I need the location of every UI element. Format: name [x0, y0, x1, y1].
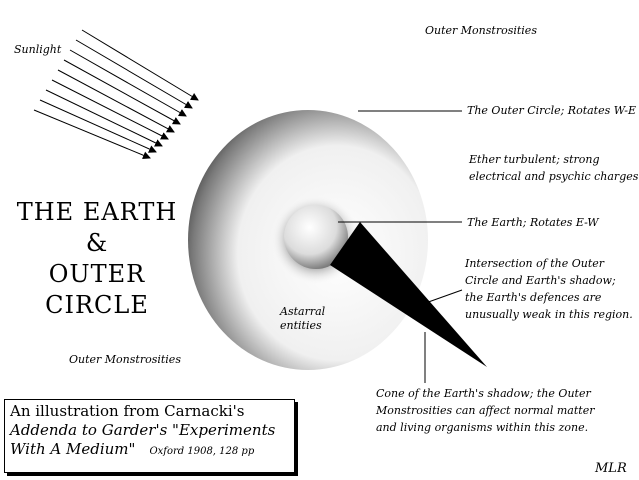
cone-label-line-3: and living organisms within this zone. — [376, 421, 589, 434]
astarral-label-line-2: entities — [280, 319, 322, 332]
title-line-2: & — [85, 229, 109, 257]
caption-box: An illustration from Carnacki's Addenda … — [4, 399, 295, 473]
intersection-label-line-3: the Earth's defences are — [465, 291, 602, 304]
intersection-label-line-4: unusually weak in this region. — [465, 308, 633, 321]
ether-label-line-2: electrical and psychic charges. — [469, 170, 639, 183]
title-line-1: THE EARTH — [16, 198, 178, 226]
sunlight-label: Sunlight — [14, 43, 62, 56]
cone-label-line-2: Monstrosities can affect normal matter — [376, 404, 595, 417]
caption-publication: Oxford 1908, 128 pp — [149, 446, 255, 457]
outer-monstrosities-bottom-label: Outer Monstrosities — [69, 353, 181, 366]
caption-line-3: With A Medium" Oxford 1908, 128 pp — [10, 440, 289, 461]
caption-line-3-text: With A Medium" — [10, 440, 136, 458]
earth-label: The Earth; Rotates E-W — [467, 216, 599, 229]
cone-label-line-1: Cone of the Earth's shadow; the Outer — [376, 387, 591, 400]
sunlight-rays — [33, 29, 199, 160]
signature: MLR — [595, 461, 627, 476]
ether-label-line-1: Ether turbulent; strong — [469, 153, 600, 166]
intersection-label-line-1: Intersection of the Outer — [465, 257, 605, 270]
outer-circle-label: The Outer Circle; Rotates W-E — [467, 104, 637, 117]
title-line-3: OUTER CIRCLE — [45, 260, 149, 319]
shadow-cone — [330, 222, 487, 367]
diagram-title: THE EARTH & OUTER CIRCLE — [2, 197, 192, 321]
earth — [284, 205, 348, 269]
caption-line-2: Addenda to Garder's "Experiments — [10, 421, 276, 439]
astarral-label-line-1: Astarral — [280, 305, 326, 318]
leader-lines — [338, 110, 463, 383]
intersection-label-line-2: Circle and Earth's shadow; — [465, 274, 616, 287]
caption-line-1: An illustration from Carnacki's — [10, 402, 245, 420]
outer-monstrosities-top-label: Outer Monstrosities — [425, 24, 537, 37]
